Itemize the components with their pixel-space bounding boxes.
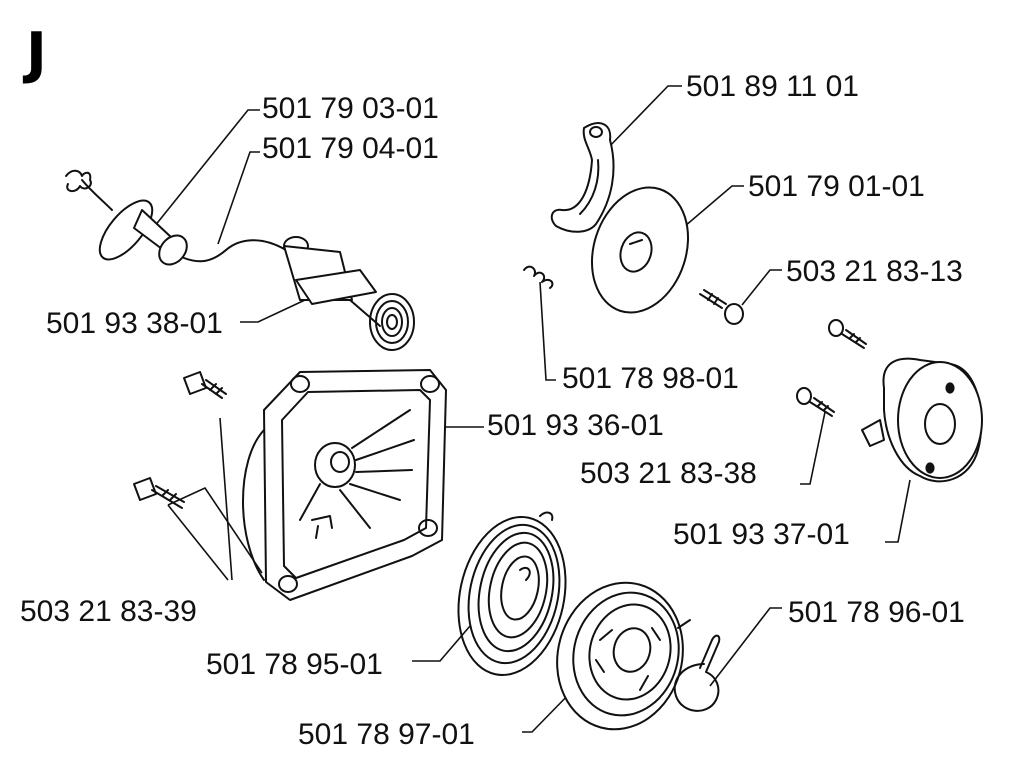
starter-cord — [225, 239, 287, 251]
small-spring — [523, 265, 554, 289]
part-number-label: 501 93 38-01 — [46, 307, 223, 340]
spring-clip — [673, 634, 721, 712]
part-number-label: 501 78 95-01 — [206, 648, 383, 681]
cord-coil — [369, 293, 415, 351]
part-number-label: 503 21 83-38 — [580, 457, 757, 490]
flange — [861, 357, 983, 483]
screw-pair — [796, 387, 835, 417]
section-letter: J — [22, 21, 47, 86]
washer-disc — [590, 186, 690, 314]
starter-handle — [65, 169, 227, 266]
pawl — [550, 122, 615, 233]
part-number-label: 501 93 36-01 — [487, 409, 664, 442]
cord-guide — [283, 236, 381, 327]
part-number-label: 501 79 04-01 — [262, 132, 439, 165]
housing-screw — [133, 477, 185, 509]
part-number-label: 501 89 11 01 — [686, 70, 859, 103]
starter-housing — [242, 369, 447, 601]
part-number-label: 501 79 03-01 — [262, 92, 439, 125]
part-number-label: 503 21 83-13 — [786, 255, 963, 288]
recoil-spring — [457, 511, 567, 676]
part-number-label: 501 93 37-01 — [673, 518, 850, 551]
screw-pair — [828, 319, 867, 349]
pulley — [556, 581, 691, 731]
part-number-label: 501 78 98-01 — [562, 362, 739, 395]
part-number-label: 501 78 97-01 — [298, 718, 475, 751]
part-number-label: 503 21 83-39 — [20, 595, 197, 628]
screw-upper — [699, 289, 744, 325]
part-number-label: 501 79 01-01 — [748, 170, 925, 203]
housing-screw — [183, 371, 227, 399]
part-number-label: 501 78 96-01 — [788, 596, 965, 629]
